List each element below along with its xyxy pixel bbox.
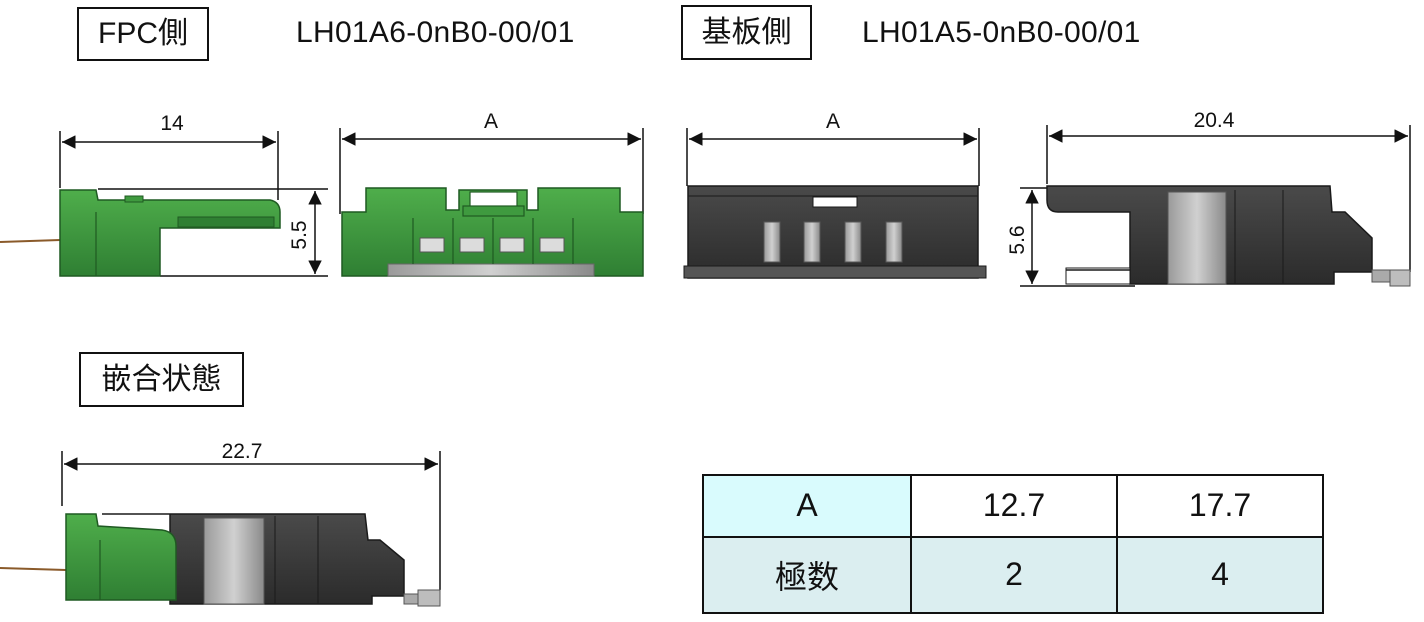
mated-state-label: 嵌合状態 xyxy=(79,352,244,407)
dim-board-width: A xyxy=(826,110,840,133)
dim-fpc-height: 5.5 xyxy=(288,220,311,249)
board-side-label: 基板側 xyxy=(681,5,812,60)
spec-table: A 12.7 17.7 極数 2 4 xyxy=(702,474,1324,615)
table-header-cell: A xyxy=(702,474,912,538)
fpc-connector-side-view: 14 5.5 xyxy=(0,112,328,277)
mated-connector-view: 22.7 xyxy=(0,440,441,607)
table-row: 極数 2 4 xyxy=(702,535,1324,615)
table-cell: 2 xyxy=(910,535,1118,615)
dim-fpc-width: A xyxy=(484,110,498,133)
table-row: A 12.7 17.7 xyxy=(702,474,1324,538)
board-connector-side-view: 20.4 5.6 xyxy=(1006,109,1411,287)
table-cell: 17.7 xyxy=(1116,474,1324,538)
table-cell: 12.7 xyxy=(910,474,1118,538)
dim-board-height: 5.6 xyxy=(1006,225,1029,254)
board-part-number: LH01A5-0nB0-00/01 xyxy=(862,16,1141,49)
dim-mated-length: 22.7 xyxy=(222,440,263,463)
fpc-side-label: FPC側 xyxy=(77,7,209,61)
table-cell: 4 xyxy=(1116,535,1324,615)
table-header-cell: 極数 xyxy=(702,535,912,615)
dim-board-length: 20.4 xyxy=(1194,109,1235,132)
board-connector-front-view: A xyxy=(683,110,987,279)
fpc-connector-front-view: A xyxy=(339,110,644,277)
dim-fpc-length: 14 xyxy=(160,112,184,135)
fpc-part-number: LH01A6-0nB0-00/01 xyxy=(296,16,575,49)
